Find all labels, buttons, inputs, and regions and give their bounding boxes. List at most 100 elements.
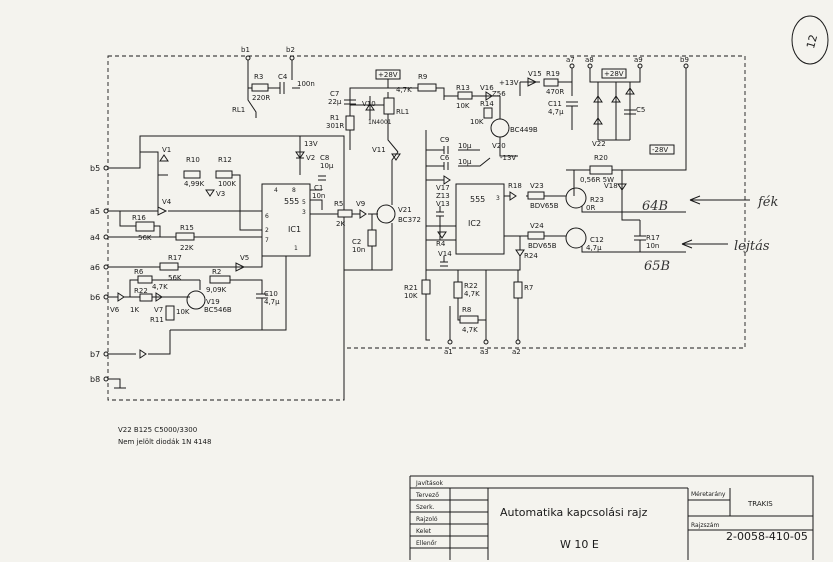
V18-ref: V18 — [604, 182, 618, 190]
supply-minus28: -28V — [652, 146, 668, 154]
tb-row-szerk: Szerk. — [416, 504, 435, 511]
R12-value: 100K — [218, 180, 236, 188]
V21-value: BC372 — [398, 216, 421, 224]
R7-ref: R22 — [134, 287, 148, 295]
R8-resistor — [459, 315, 479, 324]
R6-ref: R6 — [134, 268, 144, 276]
IC2-type: 555 — [470, 195, 485, 204]
C9-value: 10µ — [458, 142, 472, 150]
R22-ref: R7 — [524, 284, 533, 292]
terminal-b8: b8 — [90, 375, 100, 384]
R9-ref: R9 — [418, 73, 427, 81]
terminal-a5: a5 — [90, 207, 100, 216]
R6-value: 4,7K — [152, 283, 168, 291]
V23-transistor — [565, 187, 587, 209]
terminal-a8: a8 — [585, 56, 594, 64]
scale-label: Méretarány — [691, 491, 726, 498]
V22-ref: V22 — [592, 140, 606, 148]
V1-ref: V1 — [162, 146, 171, 154]
R8-value: 4,7K — [462, 326, 478, 334]
C1-ref: C1 — [314, 184, 323, 192]
R5-resistor — [337, 209, 353, 218]
R9-value: 4,7K — [396, 86, 412, 94]
R16-resistor — [135, 221, 155, 232]
handwritten-fek: fék — [757, 195, 779, 210]
R11-resistor — [165, 305, 175, 321]
R22-resistor — [513, 281, 523, 299]
C10-value: 4,7µ — [264, 298, 280, 306]
R24-value: 10K — [404, 292, 418, 300]
R18-resistor — [527, 191, 545, 200]
C11-ref: C11 — [548, 100, 562, 108]
R3-resistor — [251, 83, 269, 92]
C12-value: 10n — [646, 242, 659, 250]
C8-value: 10µ — [320, 162, 334, 170]
R14-value: 10K — [470, 118, 484, 126]
R21-value: 4,7K — [464, 290, 480, 298]
V11-ref: V11 — [372, 146, 386, 154]
R1-value: 301R — [326, 122, 344, 130]
supply-plus13-top: +13V — [499, 79, 519, 87]
V6-ref: V6 — [110, 306, 120, 314]
V16-ref: V16 — [480, 84, 494, 92]
R2-value: 9,09K — [206, 286, 227, 294]
R18-value: BDV65B — [530, 202, 559, 210]
IC2-pin3: 3 — [496, 195, 500, 202]
C6-value: 10µ — [458, 158, 472, 166]
IC2-555-timer — [455, 183, 505, 255]
V10-ref: V10 — [362, 100, 376, 108]
R7-resistor — [139, 293, 153, 302]
R13-value: 10K — [456, 102, 470, 110]
terminal-a9: a9 — [634, 56, 643, 64]
terminal-a6: a6 — [90, 263, 100, 272]
R18-ref: V23 — [530, 182, 544, 190]
title-block: Javítások Tervező Szerk. Rajzoló Kelet E… — [409, 475, 814, 560]
V21-ref: V21 — [398, 206, 412, 214]
C11-value: 4,7µ — [548, 108, 564, 116]
R16-value: 56K — [138, 234, 152, 242]
terminal-a7: a7 — [566, 56, 575, 64]
supply-plus28-a: +28V — [378, 71, 398, 79]
R2-resistor — [209, 275, 231, 284]
R12-ref: R12 — [218, 156, 232, 164]
C9-ref: C9 — [440, 136, 449, 144]
R5-value: 2K — [336, 220, 345, 228]
terminal-b1: b1 — [241, 46, 250, 54]
R14-ref: R14 — [480, 100, 494, 108]
IC1-pin6: 6 — [265, 213, 269, 220]
R17-ref: R17 — [168, 254, 182, 262]
C5-ref: C5 — [636, 106, 645, 114]
V20-ref: V20 — [492, 142, 506, 150]
handwritten-64B: 64B — [642, 199, 668, 214]
V17-ref: V17 — [436, 184, 450, 192]
R16-ref: R16 — [132, 214, 146, 222]
C3-ref: V14 — [438, 250, 452, 258]
C8-ref: C8 — [320, 154, 329, 162]
terminal-b7: b7 — [90, 350, 100, 359]
R3-ref: R3 — [254, 73, 263, 81]
IC2-ref: IC2 — [468, 219, 481, 228]
tb-row-ellenor: Ellenőr — [416, 540, 437, 547]
supply-minus13: -13V — [500, 154, 516, 162]
R15-ref: C2 — [352, 238, 361, 246]
page-number: 12 — [804, 33, 820, 50]
R19-ref: R19 — [546, 70, 560, 78]
V23-value: 0R — [586, 204, 595, 212]
R23-value: 22K — [180, 244, 194, 252]
drawing-number: 2-0058-410-05 — [726, 530, 808, 543]
R15-value: 10n — [352, 246, 365, 254]
R20-value: 0,56R 5W — [580, 176, 614, 184]
terminal-b5: b5 — [90, 164, 100, 173]
C6-ref: C6 — [440, 154, 450, 162]
IC1-pin7: 7 — [265, 237, 269, 244]
R24-ref: R21 — [404, 284, 418, 292]
R15-resistor — [367, 229, 377, 247]
supply-13v: 13V — [304, 140, 318, 148]
R4-value: BDV65B — [528, 242, 557, 250]
R1-resistor — [345, 115, 355, 131]
C10-ref: C10 — [264, 290, 278, 298]
V19-value: BC546B — [204, 306, 232, 314]
IC1-type: 555 — [284, 197, 299, 206]
R10-ref: R10 — [186, 156, 200, 164]
V24-ref: C12 — [590, 236, 604, 244]
